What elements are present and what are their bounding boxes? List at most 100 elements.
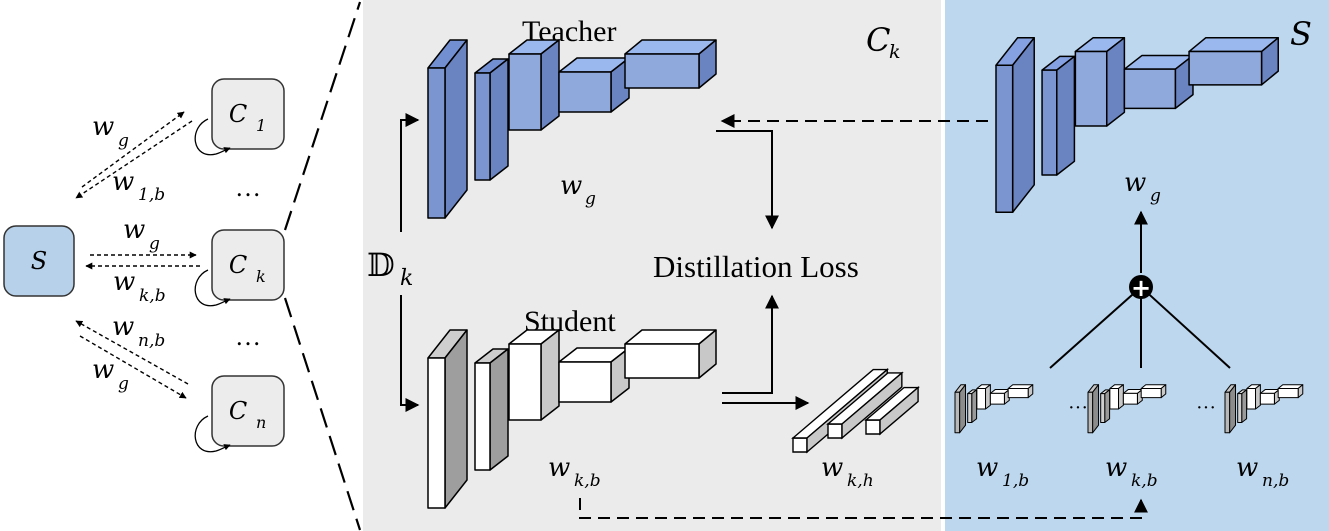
svg-text:w: w xyxy=(92,355,114,385)
mini-ellipsis-1: ··· xyxy=(1068,397,1088,419)
mini-net-k-layer-1 xyxy=(1087,384,1100,434)
mini-net-k-layer-3 xyxy=(1109,384,1124,410)
student-layer-1 xyxy=(427,329,468,509)
svg-text:k: k xyxy=(400,266,413,291)
svg-text:𝔻: 𝔻 xyxy=(367,247,395,283)
mini-net-1-layer-4 xyxy=(989,389,1010,405)
svg-text:w: w xyxy=(1236,453,1258,483)
svg-text:1,b: 1,b xyxy=(1002,471,1029,491)
client-k-sub: k xyxy=(256,267,266,286)
svg-text:w: w xyxy=(113,267,135,297)
global-layer-4 xyxy=(1123,54,1194,110)
teacher-layer-5 xyxy=(624,39,717,89)
global-layer-5 xyxy=(1188,37,1279,86)
svg-text:w: w xyxy=(112,312,134,342)
client-k-label: C xyxy=(229,251,247,279)
mini-net-n-layer-1 xyxy=(1224,384,1237,434)
head-block-2 xyxy=(826,371,904,440)
teacher-layer-3 xyxy=(508,39,560,131)
svg-text:k,b: k,b xyxy=(1131,471,1158,491)
mini-net-k-layer-5 xyxy=(1140,384,1167,399)
client-weight-n-label: w n,b xyxy=(1236,453,1289,491)
svg-text:k,h: k,h xyxy=(847,471,874,491)
global-network xyxy=(995,37,1279,213)
zoom-line-top xyxy=(283,1,362,231)
client-node-k: C k xyxy=(194,229,285,307)
aggregation-lines xyxy=(1049,286,1231,369)
client-k-loop-icon xyxy=(194,269,231,307)
svg-text:+: + xyxy=(1131,274,1151,302)
arrows-server-client-1 xyxy=(75,111,193,199)
client-n-loop-icon xyxy=(194,415,231,453)
dataset-arrows xyxy=(400,113,420,412)
svg-text:k,b: k,b xyxy=(139,286,166,306)
student-head-blocks xyxy=(791,368,920,454)
mini-net-k xyxy=(1087,384,1167,434)
mini-net-k-layer-4 xyxy=(1122,389,1143,405)
student-layer-4 xyxy=(558,347,630,403)
svg-text:n,b: n,b xyxy=(1262,471,1289,491)
client-mini-networks xyxy=(954,384,1304,434)
server-node: S xyxy=(3,225,75,297)
client-1-loop-icon xyxy=(194,118,231,156)
mini-net-n-layer-3 xyxy=(1246,384,1261,410)
mini-ellipsis-2: ··· xyxy=(1196,397,1216,419)
teacher-weight-label: w g xyxy=(560,171,596,209)
svg-text:w: w xyxy=(112,167,134,197)
head-block-3 xyxy=(864,386,920,436)
teacher-layer-2 xyxy=(474,58,509,181)
svg-text:C: C xyxy=(866,21,890,59)
svg-text:g: g xyxy=(118,131,129,151)
student-to-server-arrow xyxy=(579,498,1148,519)
client-ellipsis-top: … xyxy=(235,173,261,202)
mini-net-k-layer-2 xyxy=(1100,389,1111,423)
svg-text:w: w xyxy=(821,453,843,483)
mini-net-1-layer-3 xyxy=(976,384,991,410)
student-layer-5 xyxy=(624,329,717,379)
mini-net-n-layer-5 xyxy=(1277,384,1304,399)
svg-text:n,b: n,b xyxy=(138,331,165,351)
mini-net-1-layer-5 xyxy=(1007,384,1034,399)
zoom-line-bottom xyxy=(283,297,362,531)
client-node-n: C n xyxy=(194,375,285,453)
dataset-label: 𝔻 k xyxy=(367,247,413,291)
arrows-server-client-k xyxy=(85,251,200,270)
server-label: S xyxy=(31,247,47,275)
client-panel-label: C k xyxy=(866,21,901,63)
svg-text:g: g xyxy=(1150,186,1161,206)
global-layer-2 xyxy=(1041,55,1076,176)
svg-text:w: w xyxy=(123,215,145,245)
client-weight-k-label: w k,b xyxy=(1105,453,1158,491)
mini-net-1 xyxy=(954,384,1034,434)
student-layer-3 xyxy=(508,329,560,421)
client-n-label: C xyxy=(229,397,247,425)
mini-net-1-layer-1 xyxy=(954,384,967,434)
arrows-server-client-n xyxy=(75,320,189,399)
client-weight-1-label: w 1,b xyxy=(976,453,1029,491)
svg-text:w: w xyxy=(560,171,582,201)
svg-text:w: w xyxy=(92,112,114,142)
svg-text:w: w xyxy=(1124,168,1146,198)
student-layer-2 xyxy=(474,348,509,471)
teacher-layer-1 xyxy=(427,39,468,219)
teacher-layer-4 xyxy=(558,57,630,113)
head-weight-label: w k,h xyxy=(821,453,874,491)
mini-net-n-layer-4 xyxy=(1259,389,1280,405)
distillation-loss-label: Distillation Loss xyxy=(653,249,859,284)
student-network xyxy=(427,329,717,509)
global-layer-3 xyxy=(1074,37,1126,127)
svg-text:1,b: 1,b xyxy=(138,185,165,205)
mini-net-1-layer-2 xyxy=(967,389,978,423)
client-1-label: C xyxy=(229,100,247,128)
client-node-1: C 1 xyxy=(194,78,285,156)
svg-text:g: g xyxy=(118,374,129,394)
global-layer-1 xyxy=(995,37,1035,213)
client-n-sub: n xyxy=(256,413,266,432)
teacher-network xyxy=(427,39,717,219)
